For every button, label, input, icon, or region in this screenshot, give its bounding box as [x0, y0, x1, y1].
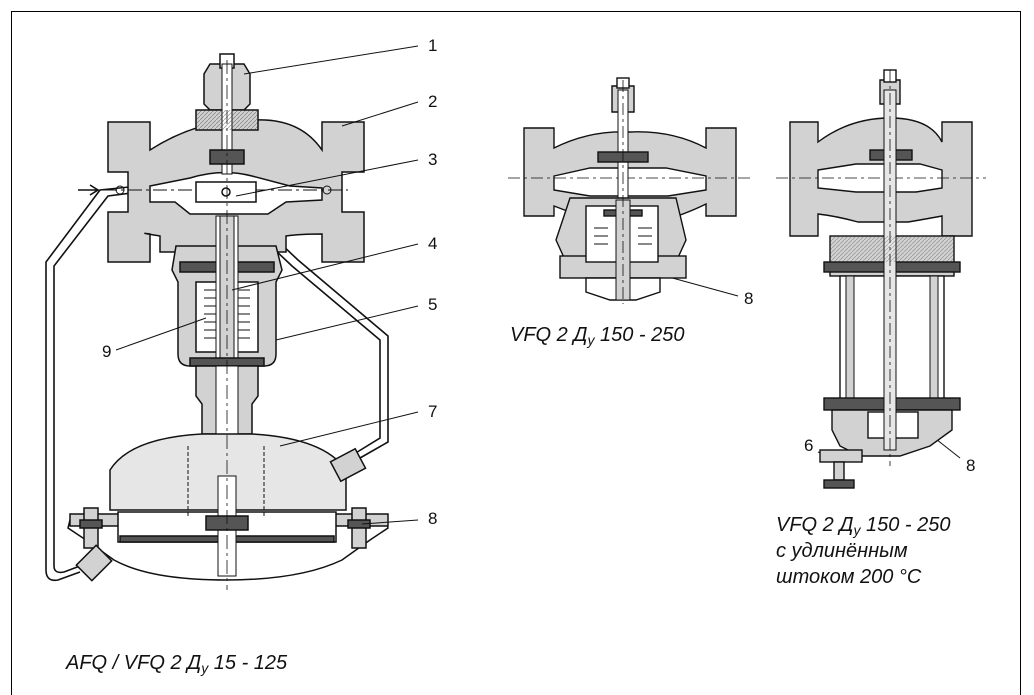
callout-3: 3	[428, 150, 438, 169]
figure-frame	[11, 11, 1021, 695]
caption-main: AFQ / VFQ 2 Дy 15 - 125	[66, 652, 288, 676]
caption-middle: VFQ 2 Дy 150 - 250	[510, 324, 685, 348]
callout-6: 6	[804, 436, 814, 455]
actuator-housing	[109, 433, 347, 511]
callout-8-right: 8	[966, 456, 976, 475]
callout-8-main: 8	[428, 509, 438, 528]
flange-bolts	[79, 507, 371, 549]
callout-4: 4	[428, 234, 438, 253]
caption-right-line3: штоком 200 °C	[776, 566, 922, 588]
spring	[204, 289, 250, 339]
drain-valve-icon	[819, 449, 863, 489]
middle-valve-drawing	[508, 77, 752, 304]
callout-5: 5	[428, 295, 438, 314]
impulse-tube-left	[45, 181, 187, 582]
caption-right: VFQ 2 Дy 150 - 250	[776, 514, 951, 538]
flow-arrow-icon	[78, 184, 100, 196]
tube-connector-right	[329, 447, 367, 483]
callout-1: 1	[428, 36, 438, 55]
callout-9: 9	[102, 342, 112, 361]
callout-2: 2	[428, 92, 438, 111]
main-valve-drawing	[45, 53, 389, 590]
callout-7: 7	[428, 402, 438, 421]
tube-connector-left	[75, 544, 113, 582]
callout-8-middle: 8	[744, 289, 754, 308]
caption-right-line2: с удлинённым	[776, 540, 908, 562]
right-valve-drawing	[776, 69, 986, 489]
